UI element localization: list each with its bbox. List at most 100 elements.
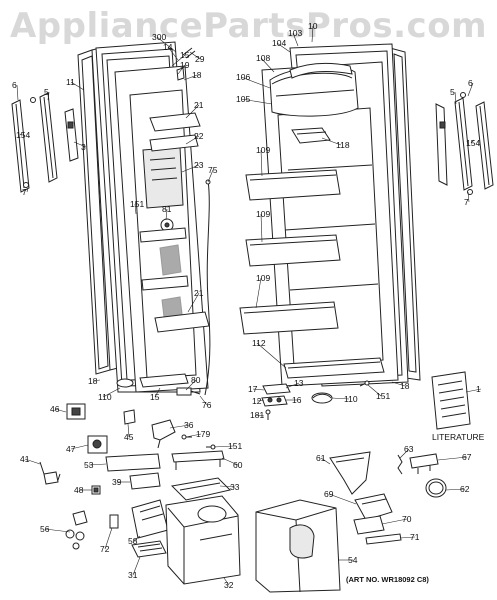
leader-line — [189, 51, 201, 60]
part-callout-112: 112 — [252, 338, 287, 369]
leader-line — [54, 408, 67, 413]
leader-line — [391, 381, 406, 387]
part-callout-61: 61 — [316, 453, 331, 465]
part-number-label: 151 — [130, 199, 144, 209]
part-number-label: 21 — [194, 288, 204, 298]
leader-line — [331, 397, 350, 400]
leader-line — [104, 527, 113, 550]
clip-45 — [123, 409, 136, 425]
part-number-label: 112 — [252, 338, 266, 348]
leader-line — [24, 458, 41, 465]
leader-line — [437, 456, 468, 461]
cam-roller-110 — [311, 392, 333, 404]
leader-line — [167, 46, 179, 61]
part-callout-72: 72 — [100, 527, 113, 554]
leader-line — [132, 556, 141, 576]
part-number-label: 39 — [112, 477, 122, 487]
leader-line — [73, 141, 87, 148]
part-callout-23: 23 — [181, 160, 204, 173]
leader-line — [70, 81, 85, 91]
part-number-label: 29 — [195, 54, 205, 64]
switch-46 — [66, 403, 86, 420]
leader-line — [92, 379, 101, 382]
part-callout-21b: 21 — [187, 288, 204, 313]
part-number-label: 11 — [66, 77, 75, 87]
part-callout-18b: 18 — [88, 376, 101, 386]
leader-line — [465, 388, 482, 393]
part-number-label: 32 — [224, 580, 234, 590]
part-number-label: 109 — [256, 273, 270, 283]
part-number-label: 14 — [163, 42, 173, 52]
part-number-label: 71 — [410, 532, 420, 542]
part-callout-16: 16 — [286, 395, 302, 405]
part-number-label: 12 — [252, 396, 262, 406]
leader-line — [16, 84, 19, 101]
leader-line — [240, 76, 271, 89]
part-callout-179: 179 — [185, 429, 210, 439]
part-callout-1: 1 — [465, 384, 482, 394]
part-callout-109a: 109 — [256, 145, 270, 177]
leader-line — [367, 384, 382, 397]
part-number-label: 5 — [44, 87, 49, 97]
leader-line — [187, 292, 200, 313]
leader-line — [399, 448, 410, 459]
leader-line — [44, 528, 71, 533]
part-callout-63: 63 — [399, 444, 414, 459]
bracket-67 — [409, 453, 439, 474]
part-callout-58: 58 — [128, 535, 141, 546]
leader-line — [185, 104, 200, 119]
part-number-label: 118 — [336, 140, 350, 150]
lever-71 — [365, 533, 402, 545]
part-number-label: 23 — [194, 160, 204, 170]
part-callout-154a: 154 — [16, 130, 30, 140]
part-number-label: 63 — [404, 444, 414, 454]
part-number-label: 53 — [84, 460, 94, 470]
part-number-label: 19 — [180, 60, 190, 70]
leader-line — [470, 139, 475, 144]
chute-61 — [329, 451, 371, 495]
leader-line — [171, 54, 186, 67]
part-callout-11: 11 — [66, 77, 85, 91]
leader-line — [102, 387, 121, 398]
part-number-label: 31 — [128, 570, 138, 580]
part-number-label: 6 — [468, 78, 473, 88]
leader-line — [185, 379, 197, 391]
part-callout-81: 81 — [162, 204, 172, 221]
part-number-label: 109 — [256, 145, 270, 155]
part-callout-118: 118 — [321, 137, 350, 150]
tray-31 — [131, 540, 167, 558]
part-number-label: 45 — [124, 432, 134, 442]
clip-72 — [109, 514, 119, 529]
part-number-label: 18 — [400, 381, 410, 391]
part-number-label: 54 — [348, 555, 358, 565]
dairy-compartment — [269, 62, 359, 117]
part-callout-151a: 151 — [130, 199, 144, 215]
part-callout-154b: 154 — [466, 138, 480, 148]
part-number-label: 48 — [74, 485, 84, 495]
part-callout-56: 56 — [40, 524, 71, 534]
part-callout-60: 60 — [221, 457, 243, 470]
screw-151b — [359, 380, 370, 387]
part-callout-3: 3 — [73, 141, 87, 152]
grommet-48 — [91, 485, 101, 495]
part-number-label: 81 — [162, 204, 172, 214]
part-callout-15b: 15 — [150, 387, 161, 402]
part-number-label: 60 — [233, 460, 243, 470]
part-number-label: 75 — [208, 165, 218, 175]
part-callout-75: 75 — [207, 165, 218, 183]
literature-label: LITERATURE — [432, 432, 485, 442]
part-number-label: 41 — [20, 454, 30, 464]
part-number-label: 67 — [462, 452, 472, 462]
leader-line — [256, 342, 287, 369]
part-number-label: 72 — [100, 544, 110, 554]
auger-motor-58 — [131, 499, 169, 539]
leader-line — [254, 414, 265, 417]
part-callout-151c: 151 — [213, 441, 242, 451]
leader-line — [321, 137, 342, 146]
dial-47 — [87, 435, 108, 454]
leader-line — [276, 42, 291, 53]
part-callout-110b: 110 — [331, 394, 358, 404]
part-number-label: 21 — [194, 100, 204, 110]
left-door-handle — [11, 92, 79, 193]
leader-line — [199, 395, 208, 406]
